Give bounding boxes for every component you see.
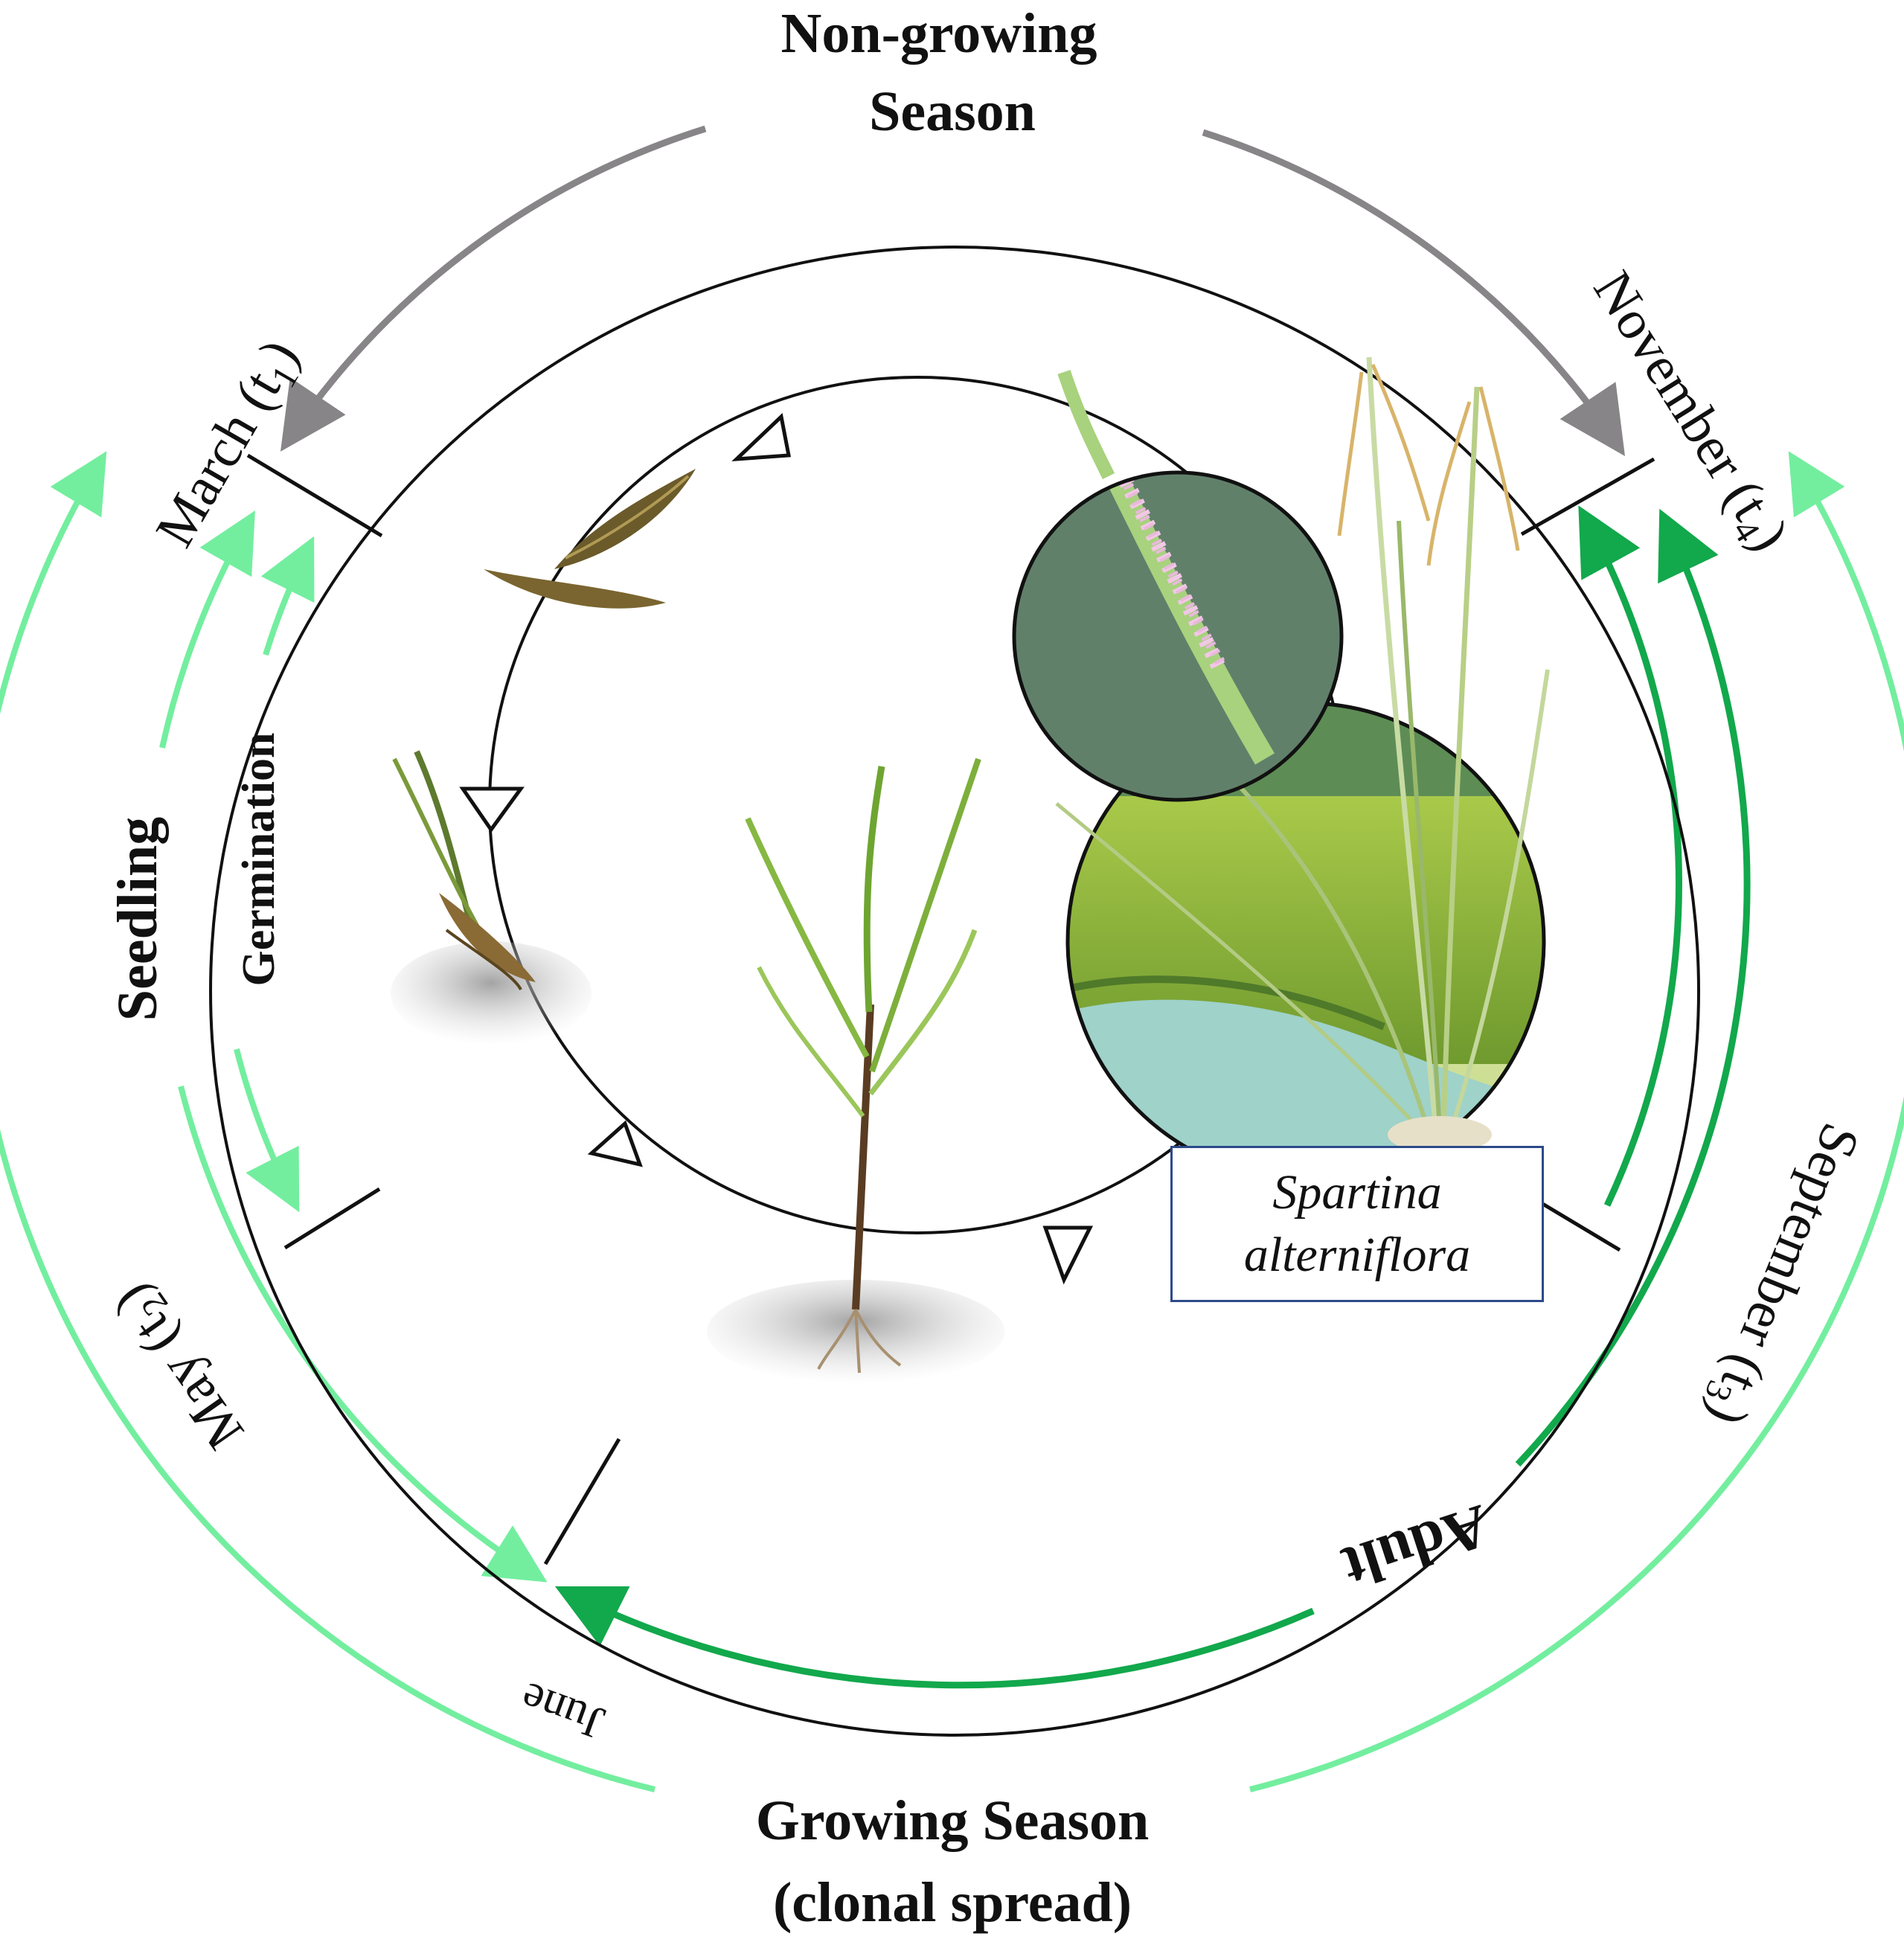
adult-label: Adult bbox=[1335, 1492, 1498, 1603]
adult-arrow-right-outer bbox=[1515, 508, 1751, 1467]
germinating-seed-illustration bbox=[391, 750, 592, 1045]
september-label: September (t3) bbox=[1690, 1113, 1871, 1434]
growing-season-arrow-left bbox=[0, 451, 655, 1792]
germination-arrow-lower bbox=[234, 1048, 300, 1213]
tick-may bbox=[283, 1187, 381, 1250]
non-growing-season-title-line1: Non-growing bbox=[780, 2, 1097, 65]
seeds-illustration bbox=[484, 469, 696, 609]
march-label: March (t1) bbox=[144, 330, 316, 560]
non-growing-season-title-line2: Season bbox=[869, 80, 1036, 143]
young-plant-illustration bbox=[707, 757, 1004, 1384]
cycle-direction-triangle-bottom-left bbox=[587, 1120, 643, 1167]
tick-march bbox=[246, 453, 383, 538]
adult-arrow-right-inner bbox=[1578, 505, 1682, 1207]
june-label: June bbox=[514, 1672, 611, 1749]
growing-season-title-line2: (clonal spread) bbox=[773, 1871, 1132, 1934]
tick-november bbox=[1520, 457, 1655, 536]
species-epithet: alterniflora bbox=[1243, 1228, 1471, 1282]
adult-plant-illustration bbox=[1055, 356, 1550, 1153]
tick-june bbox=[543, 1438, 621, 1566]
species-name-box: Spartina alterniflora bbox=[1170, 1146, 1544, 1302]
non-growing-arrow-left bbox=[280, 125, 707, 452]
may-label: May (t2) bbox=[100, 1270, 260, 1460]
species-genus: Spartina bbox=[1272, 1165, 1442, 1220]
seedling-arrow-upper bbox=[159, 510, 255, 749]
germination-label: Germination bbox=[234, 733, 284, 987]
seedling-label: Seedling bbox=[106, 817, 169, 1022]
seedling-arrow-lower bbox=[178, 1086, 548, 1583]
germination-arrow-upper bbox=[260, 536, 315, 656]
main-cycle-circle bbox=[209, 246, 1700, 1737]
cycle-direction-triangle-bottom-right bbox=[1042, 1225, 1094, 1285]
growing-season-title-line1: Growing Season bbox=[756, 1789, 1150, 1852]
november-label: November (t4) bbox=[1577, 261, 1801, 565]
cycle-direction-triangle-left bbox=[459, 786, 525, 833]
cycle-direction-triangle-top bbox=[731, 413, 791, 461]
growing-season-arrow-right bbox=[1249, 451, 1904, 1792]
non-growing-arrow-right bbox=[1202, 129, 1626, 456]
adult-arrow-bottom bbox=[554, 1586, 1315, 1689]
flower-inset-illustration bbox=[1012, 370, 1344, 802]
